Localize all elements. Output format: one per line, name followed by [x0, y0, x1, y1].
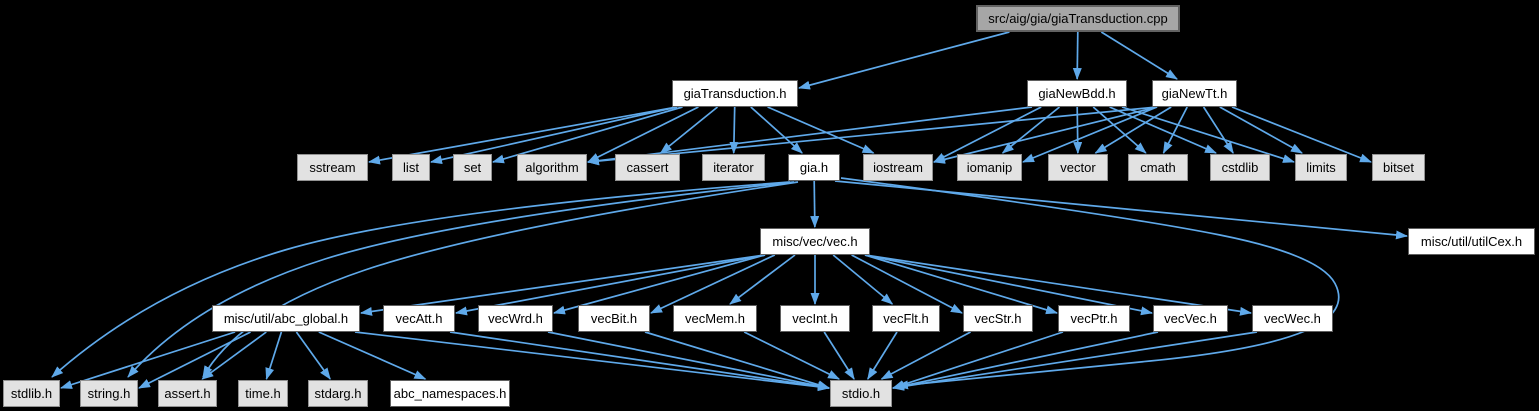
dependency-edge-newbdd_h-iomanip [1001, 106, 1061, 154]
graph-node-assert: assert.h [158, 380, 217, 407]
graph-node-vecstr[interactable]: vecStr.h [963, 305, 1033, 332]
dependency-edge-newtt_h-algorithm [587, 106, 1158, 166]
dependency-edge-vec_h-vecbit [650, 254, 776, 314]
graph-node-utilcex_h[interactable]: misc/util/utilCex.h [1408, 228, 1535, 255]
dependency-edge-vec_h-vecwrd [553, 254, 766, 315]
dependency-edge-transduction_h-sstream [368, 106, 678, 165]
dependency-edge-abc_global-time [265, 331, 283, 380]
dependency-edge-vecbit-stdio [644, 331, 830, 390]
graph-node-vecatt[interactable]: vecAtt.h [383, 305, 455, 332]
graph-node-stdlib: stdlib.h [3, 380, 60, 407]
dependency-edge-gia_h-assert [202, 181, 799, 378]
dependency-edge-newtt_h-iomanip [1022, 106, 1158, 163]
dependency-edge-vec_h-vecmem [729, 254, 796, 305]
dependency-edge-vecvec-stdio [892, 331, 1159, 391]
graph-node-vecvec[interactable]: vecVec.h [1153, 305, 1228, 332]
dependency-edge-abc_global-assert [201, 331, 267, 380]
graph-node-vector: vector [1048, 154, 1108, 181]
dependency-edge-vec_h-vecatt [455, 254, 766, 316]
dependency-edge-newbdd_h-cmath [1092, 106, 1147, 154]
graph-node-iomanip: iomanip [957, 154, 1022, 181]
graph-node-algorithm: algorithm [517, 154, 587, 181]
dependency-edge-cpp-transduction_h [798, 31, 1010, 90]
dependency-edge-newbdd_h-limits [1121, 106, 1295, 163]
graph-node-bitset: bitset [1372, 154, 1425, 181]
dependency-edge-vecwrd-stdio [547, 331, 830, 391]
graph-node-transduction_h[interactable]: giaTransduction.h [672, 80, 798, 107]
dependency-edge-abc_global-stdio [354, 331, 830, 392]
graph-node-vecptr[interactable]: vecPtr.h [1058, 305, 1130, 332]
dependency-edge-gia_h-stdlib [51, 181, 791, 378]
dependency-edge-newtt_h-cstdlib [1202, 106, 1234, 154]
dependency-edge-newtt_h-iostream [933, 106, 1158, 164]
graph-node-vecflt[interactable]: vecFlt.h [872, 305, 940, 332]
dependency-edge-vec_h-vecptr [864, 254, 1058, 315]
dependency-edge-transduction_h-iterator [729, 106, 739, 154]
dependency-edge-vecstr-stdio [880, 331, 971, 380]
dependency-edge-transduction_h-list [430, 106, 678, 164]
graph-node-vec_h[interactable]: misc/vec/vec.h [760, 228, 870, 255]
dependency-edge-vecwec-stdio [892, 331, 1258, 391]
graph-node-string: string.h [80, 380, 138, 407]
dependency-edge-abc_global-stdarg [295, 331, 331, 380]
dependency-edge-vec_h-vecflt [832, 254, 894, 305]
graph-node-stdio: stdio.h [830, 380, 892, 407]
dependency-edge-vec_h-vecvec [864, 254, 1153, 316]
graph-node-newtt_h[interactable]: giaNewTt.h [1152, 80, 1237, 107]
graph-node-vecbit[interactable]: vecBit.h [578, 305, 650, 332]
dependency-edge-vec_h-abc_global [360, 254, 766, 316]
dependency-edge-cpp-newtt_h [1100, 31, 1178, 80]
graph-node-time: time.h [238, 380, 288, 407]
graph-node-newbdd_h[interactable]: giaNewBdd.h [1027, 80, 1127, 107]
dependency-edge-newbdd_h-iostream [933, 106, 1042, 163]
graph-node-cmath: cmath [1128, 154, 1188, 181]
dependency-edge-transduction_h-gia_h [750, 106, 803, 154]
dependency-edge-vecint-stdio [823, 331, 855, 380]
dependency-edge-abc_global-abc_ns [318, 331, 427, 380]
graph-node-set: set [453, 154, 492, 181]
dependency-edge-gia_h-string [127, 181, 795, 378]
dependency-edge-newbdd_h-algorithm [587, 106, 1033, 166]
graph-node-cstdlib: cstdlib [1210, 154, 1270, 181]
dependency-edge-transduction_h-iostream [767, 106, 875, 154]
graph-node-cpp: src/aig/gia/giaTransduction.cpp [976, 5, 1180, 32]
dependency-edge-abc_global-stdlib [60, 331, 236, 389]
dependency-edge-vecptr-stdio [892, 331, 1064, 389]
dependency-edge-gia_h-stdio [840, 177, 1340, 390]
graph-node-gia_h[interactable]: gia.h [788, 154, 840, 181]
dependency-edge-newtt_h-limits [1219, 106, 1303, 154]
graph-node-vecwrd[interactable]: vecWrd.h [478, 305, 553, 332]
graph-node-vecint[interactable]: vecInt.h [780, 305, 850, 332]
dependency-edge-gia_h-vec_h [810, 180, 820, 228]
graph-node-cassert: cassert [615, 154, 680, 181]
dependency-edge-transduction_h-cassert [659, 106, 719, 154]
dependency-edge-newtt_h-bitset [1231, 106, 1372, 163]
graph-node-vecwec[interactable]: vecWec.h [1252, 305, 1333, 332]
graph-node-vecmem[interactable]: vecMem.h [673, 305, 757, 332]
dependency-edge-newtt_h-cmath [1162, 106, 1188, 154]
dependency-edge-vec_h-vecwec [864, 254, 1252, 316]
graph-node-limits: limits [1295, 154, 1347, 181]
graph-node-abc_global[interactable]: misc/util/abc_global.h [212, 305, 360, 332]
dependency-edge-cpp-newbdd_h [1072, 31, 1082, 80]
graph-node-iostream: iostream [863, 154, 933, 181]
graph-node-iterator: iterator [702, 154, 765, 181]
dependency-edge-vecmem-stdio [743, 331, 840, 380]
graph-node-abc_ns[interactable]: abc_namespaces.h [390, 380, 510, 407]
dependency-edge-abc_global-string [138, 331, 251, 389]
dependency-edge-newtt_h-vector [1094, 106, 1172, 154]
dependency-edge-transduction_h-set [492, 106, 683, 164]
dependency-edge-vecflt-stdio [867, 331, 898, 380]
dependency-edge-vec_h-vecstr [851, 254, 963, 314]
graph-node-sstream: sstream [297, 154, 368, 181]
graph-node-list: list [392, 154, 430, 181]
dependency-edge-transduction_h-algorithm [587, 106, 699, 163]
graph-node-stdarg: stdarg.h [308, 380, 368, 407]
dependency-edge-vecatt-stdio [449, 331, 830, 391]
